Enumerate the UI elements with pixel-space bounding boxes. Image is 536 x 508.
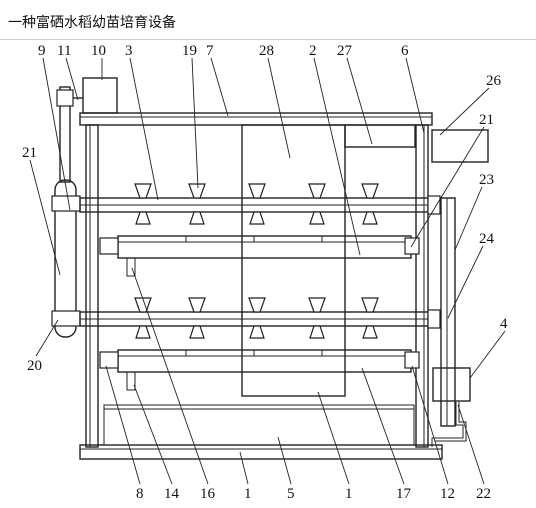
seedling-cup: [308, 297, 326, 339]
seedling-cup: [248, 183, 266, 225]
callout-8: 8: [136, 486, 144, 502]
patent-drawing: 9 11 10 3 19 7 28 2 27 6 26 21 21 23 24 …: [22, 43, 508, 502]
lower-shaft: [79, 309, 441, 329]
leader-lines: [29, 57, 506, 485]
callout-2: 2: [309, 43, 317, 59]
title-bar: 一种富硒水稻幼苗培育设备: [0, 0, 536, 40]
callout-7: 7: [206, 43, 214, 59]
callout-17: 17: [396, 486, 412, 502]
lower-trough: [99, 349, 420, 391]
seedling-cup: [188, 183, 206, 225]
callout-5: 5: [287, 486, 295, 502]
seedling-cups: [134, 183, 379, 339]
central-housing: [241, 124, 346, 397]
upper-trough: [99, 235, 420, 277]
frame: [85, 124, 429, 448]
belt: [54, 179, 77, 338]
callout-11: 11: [57, 43, 71, 59]
callout-10: 10: [91, 43, 106, 59]
upper-shaft: [79, 195, 441, 215]
pulley-upper: [51, 195, 81, 212]
callout-20: 20: [27, 358, 42, 374]
callout-16: 16: [200, 486, 216, 502]
seedling-cup: [134, 183, 152, 225]
callout-27: 27: [337, 43, 353, 59]
callout-26: 26: [486, 73, 502, 89]
callout-21-left: 21: [22, 145, 37, 161]
seedling-cup: [248, 297, 266, 339]
callout-28: 28: [259, 43, 274, 59]
water-tank: [103, 404, 415, 446]
callout-3: 3: [125, 43, 133, 59]
box-27: [344, 124, 416, 148]
callout-4: 4: [500, 316, 508, 332]
callout-6: 6: [401, 43, 409, 59]
motor-box: [82, 77, 118, 114]
callout-1-b: 1: [345, 486, 353, 502]
belt-drive: [51, 86, 83, 338]
callout-12: 12: [440, 486, 455, 502]
top-pulley: [56, 89, 74, 107]
seedling-cup: [188, 297, 206, 339]
callout-21-right: 21: [479, 112, 494, 128]
callout-24: 24: [479, 231, 495, 247]
box-4: [432, 367, 471, 402]
rail-23: [440, 197, 456, 427]
pipe-22: [431, 402, 464, 447]
base-plate: [79, 444, 443, 460]
callout-9: 9: [38, 43, 46, 59]
callout-22: 22: [476, 486, 491, 502]
left-post: [85, 124, 99, 448]
seedling-cup: [361, 297, 379, 339]
side-box-26: [431, 129, 489, 163]
page-title: 一种富硒水稻幼苗培育设备: [8, 15, 176, 31]
callout-labels: 9 11 10 3 19 7 28 2 27 6 26 21 21 23 24 …: [22, 43, 508, 502]
top-plate: [79, 112, 433, 126]
callout-19: 19: [182, 43, 197, 59]
callout-14: 14: [164, 486, 180, 502]
seedling-cup: [308, 183, 326, 225]
callout-23: 23: [479, 172, 494, 188]
callout-1-a: 1: [244, 486, 252, 502]
seedling-cup: [361, 183, 379, 225]
seedling-cup: [134, 297, 152, 339]
